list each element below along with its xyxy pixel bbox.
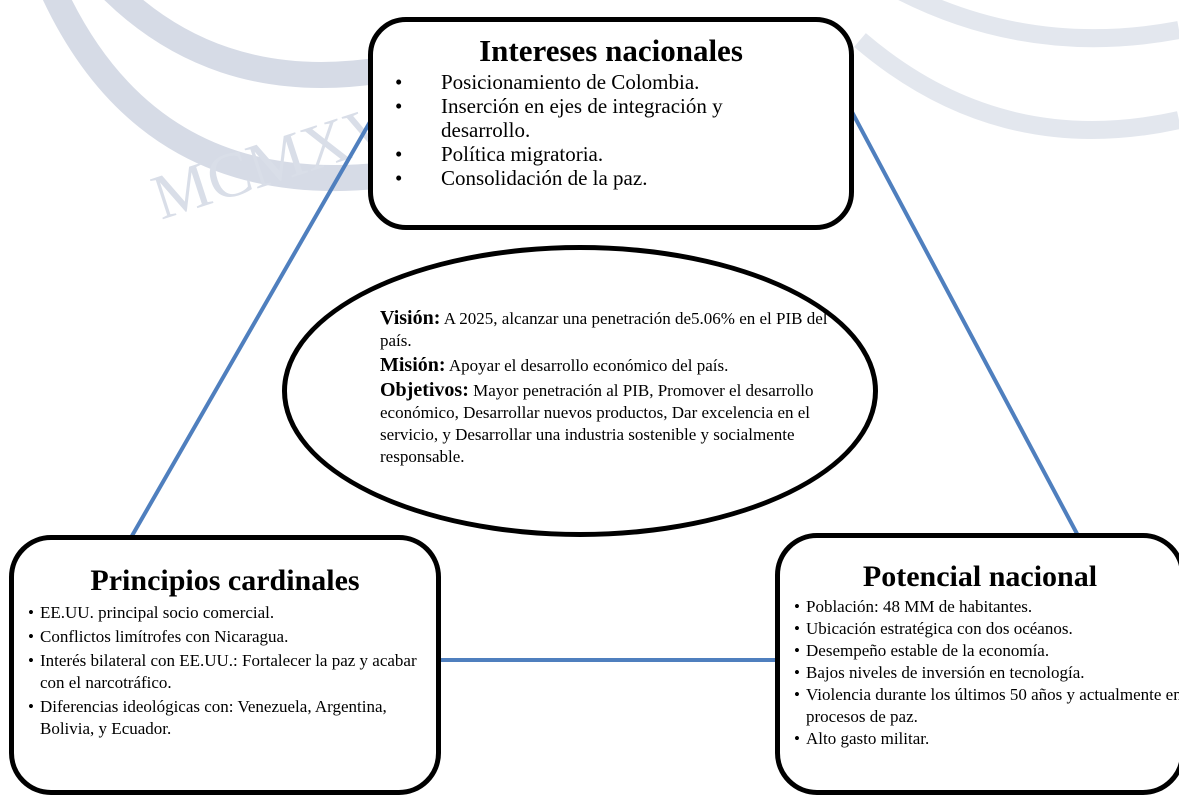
list-item: •Población: 48 MM de habitantes. — [794, 597, 1033, 616]
interests-title: Intereses nacionales — [479, 33, 743, 68]
potential-box: Potencial nacional •Población: 48 MM de … — [775, 533, 1179, 795]
center-text: Visión: A 2025, alcanzar una penetración… — [380, 307, 830, 470]
interests-list: •Posicionamiento de Colombia. •Inserción… — [383, 70, 849, 190]
list-item: •Alto gasto militar. — [794, 729, 930, 748]
vision-statement: Visión: A 2025, alcanzar una penetración… — [380, 307, 828, 350]
list-item: •Violencia durante los últimos 50 años y… — [794, 685, 1179, 726]
list-item: •Diferencias ideológicas con: Venezuela,… — [28, 697, 387, 738]
list-item: •Ubicación estratégica con dos océanos. — [794, 619, 1073, 638]
connector-interests-potential — [850, 111, 1085, 546]
potential-title: Potencial nacional — [862, 560, 1098, 593]
center-ellipse: Visión: A 2025, alcanzar una penetración… — [282, 245, 878, 537]
list-item: •Posicionamiento de Colombia. — [395, 70, 700, 94]
list-item: •Consolidación de la paz. — [395, 166, 648, 190]
principles-list: •EE.UU. principal socio comercial. •Conf… — [28, 602, 436, 740]
principles-title: Principios cardinales — [90, 564, 360, 597]
interests-box: Intereses nacionales •Posicionamiento de… — [368, 17, 854, 230]
list-item: •Política migratoria. — [395, 142, 604, 166]
list-item: •Interés bilateral con EE.UU.: Fortalece… — [28, 651, 417, 692]
list-item: •Bajos niveles de inversión en tecnologí… — [794, 663, 1085, 682]
list-item: •Conflictos limítrofes con Nicaragua. — [28, 627, 289, 646]
list-item: •Desempeño estable de la economía. — [794, 641, 1050, 660]
list-item: •EE.UU. principal socio comercial. — [28, 603, 275, 622]
objectives-statement: Objetivos: Mayor penetración al PIB, Pro… — [380, 379, 814, 466]
list-item: •Inserción en ejes de integración y desa… — [395, 94, 723, 142]
mission-statement: Misión: Apoyar el desarrollo económico d… — [380, 354, 729, 376]
potential-list: •Población: 48 MM de habitantes. •Ubicac… — [794, 596, 1179, 750]
connector-interests-principles — [123, 107, 380, 549]
principles-box: Principios cardinales •EE.UU. principal … — [9, 535, 441, 795]
